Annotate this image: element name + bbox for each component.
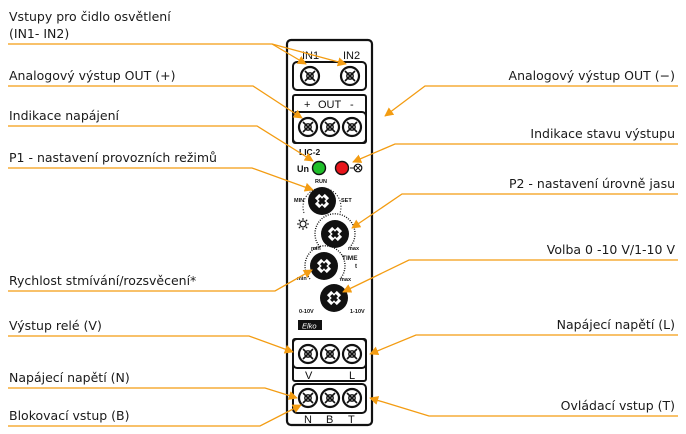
label-output-state: Indikace stavu výstupu — [530, 126, 675, 141]
label-p2-brightness: P2 - nastavení úrovně jasu — [509, 176, 675, 191]
terminal-label-b: B — [326, 414, 333, 426]
screw-icon[interactable] — [341, 343, 363, 365]
label-analog-out-plus: Analogový výstup OUT (+) — [9, 68, 175, 83]
knob1-set-label: SET — [341, 198, 352, 204]
leader-line — [342, 259, 678, 293]
model-label: LIC-2 — [299, 147, 321, 157]
knob3-min-label: min — [297, 276, 307, 282]
power-led — [311, 160, 327, 176]
leader-line — [384, 85, 678, 117]
leader-line — [8, 269, 313, 292]
terminal-label-l: L — [349, 370, 355, 382]
leader-line — [8, 404, 302, 427]
label-voltage-select: Volba 0 -10 V/1-10 V — [547, 242, 676, 257]
leader-line — [8, 335, 294, 354]
screw-icon[interactable] — [341, 387, 363, 409]
leader-line — [271, 43, 347, 67]
label-analog-out-minus: Analogový výstup OUT (−) — [509, 68, 675, 83]
screw-icon[interactable] — [299, 65, 321, 87]
label-blocking-input: Blokovací vstup (B) — [9, 408, 129, 423]
out-label: OUT — [318, 99, 342, 111]
lamp-icon — [350, 163, 363, 173]
terminal-label-n: N — [304, 414, 312, 426]
output-led — [334, 160, 350, 176]
screw-icon[interactable] — [319, 116, 341, 138]
screw-icon[interactable] — [297, 116, 319, 138]
knob1-run-label: RUN — [315, 179, 327, 185]
out-plus-label: + — [304, 99, 310, 111]
leader-line — [8, 43, 307, 65]
screw-icon[interactable] — [341, 116, 363, 138]
label-sensor-inputs: Vstupy pro čidlo osvětlení — [9, 9, 171, 24]
label-control-input: Ovládací vstup (T) — [561, 398, 675, 413]
label-p1-modes: P1 - nastavení provozních režimů — [9, 150, 217, 165]
label-supply-n: Napájecí napětí (N) — [9, 370, 130, 385]
knob2-min-label: min — [311, 246, 321, 252]
knob3-max-label: max — [340, 277, 352, 283]
terminal-label-t: T — [348, 414, 355, 426]
label-sensor-inputs-terminals: (IN1- IN2) — [9, 26, 69, 41]
label-supply-l: Napájecí napětí (L) — [557, 317, 675, 332]
knob4-right-label: 1-10V — [350, 309, 365, 315]
p2-brightness-knob[interactable] — [314, 213, 356, 248]
knob4-left-label: 0-10V — [299, 309, 314, 315]
knob1-min-label: MIN — [294, 198, 304, 204]
label-power-indication: Indikace napájení — [9, 108, 119, 123]
knob3-t-label: t — [355, 264, 357, 270]
terminal-label-in2: IN2 — [343, 50, 360, 62]
label-dimming-speed: Rychlost stmívání/rozsvěcení* — [9, 273, 196, 288]
dimming-speed-knob[interactable] — [304, 245, 346, 280]
sun-icon — [297, 218, 309, 230]
un-label: Un — [297, 164, 309, 174]
device-module: IN1 IN2 + OUT - LIC-2 Un RUN MIN SET — [285, 38, 374, 427]
leader-line — [351, 193, 678, 229]
leader-line — [8, 167, 314, 192]
terminal-label-v: V — [305, 370, 313, 382]
p1-mode-knob[interactable] — [302, 187, 342, 215]
knob2-max-label: max — [348, 246, 360, 252]
out-minus-label: - — [350, 99, 354, 111]
leader-line — [369, 334, 678, 356]
screw-icon[interactable] — [297, 343, 319, 365]
screw-icon[interactable] — [319, 387, 341, 409]
leader-line — [8, 387, 298, 400]
voltage-select-knob[interactable] — [320, 284, 348, 312]
leader-line — [8, 125, 314, 162]
label-relay-output: Výstup relé (V) — [9, 318, 102, 333]
screw-icon[interactable] — [319, 343, 341, 365]
screw-icon[interactable] — [339, 65, 361, 87]
screw-icon[interactable] — [297, 387, 319, 409]
leader-lines — [8, 43, 678, 427]
brand-logo-text: Elko — [302, 322, 317, 331]
leader-line — [369, 396, 678, 417]
brand-logo — [298, 320, 322, 330]
leader-line — [352, 143, 678, 163]
knob3-time-label: TIME — [342, 255, 358, 262]
leader-line — [8, 85, 303, 119]
